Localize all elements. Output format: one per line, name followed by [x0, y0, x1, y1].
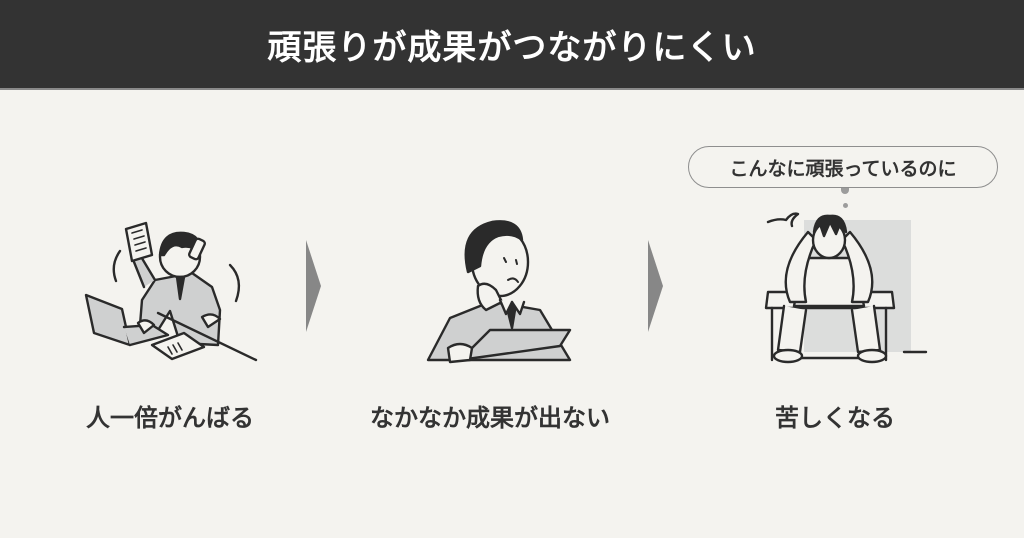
pondering-worker-icon [420, 210, 580, 370]
thought-bubble-text: こんなに頑張っているのに [729, 157, 957, 180]
header-banner: 頑張りが成果がつながりにくい [0, 0, 1024, 90]
distressed-person-icon [764, 210, 930, 370]
thought-bubble: こんなに頑張っているのに [688, 146, 998, 188]
page-title: 頑張りが成果がつながりにくい [267, 27, 757, 68]
thought-bubble-tail-dot [841, 188, 849, 194]
step-caption-1: 人一倍がんばる [86, 404, 254, 432]
step-caption-3: 苦しくなる [775, 404, 895, 432]
chevron-right-icon [648, 240, 664, 336]
chevron-right-icon [306, 240, 322, 336]
step-caption-2: なかなか成果が出ない [370, 404, 610, 432]
busy-office-worker-icon [80, 215, 270, 365]
thought-bubble-tail-dot [843, 203, 848, 208]
